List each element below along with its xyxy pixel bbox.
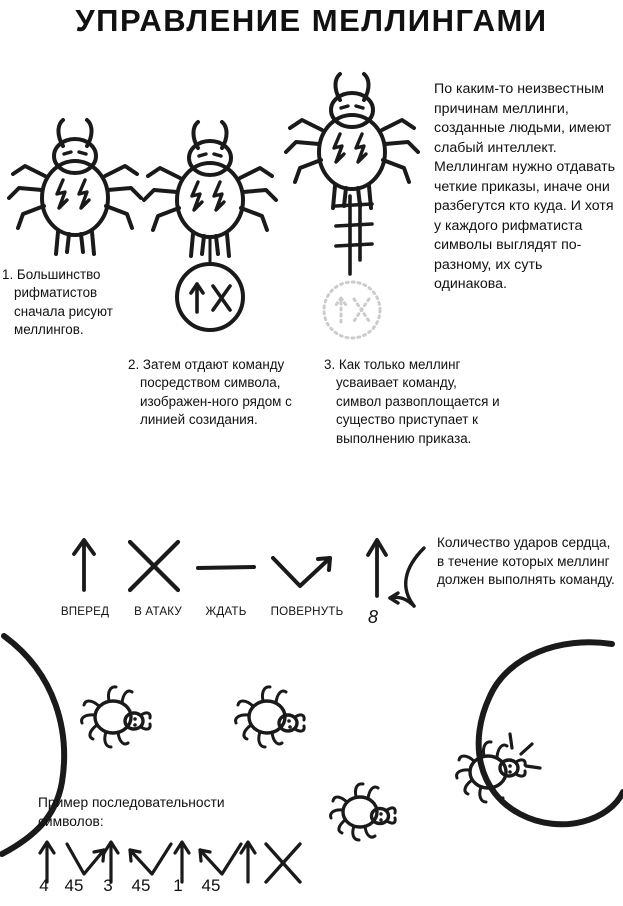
step-3-text: Как только меллинг усваивает команду, си… xyxy=(336,357,500,446)
intro-paragraph: По каким-то неизвестным причинам меллинг… xyxy=(434,81,616,292)
dissolving-command-circle xyxy=(322,280,382,340)
seq-arrow-up-icon-1 xyxy=(38,840,56,884)
callout-curve-arrow-icon xyxy=(388,546,426,608)
seq-value-5: 1 xyxy=(173,876,183,895)
seq-value-6: 45 xyxy=(201,876,221,895)
symbol-legend-icons xyxy=(72,538,426,608)
symbol-label-wait: ЖДАТЬ xyxy=(205,605,247,618)
step-1-text: Большинство рифматистов сначала рисуют м… xyxy=(14,267,113,338)
impact-spark-icon xyxy=(508,732,542,770)
seq-arrow-up-icon-4 xyxy=(239,840,257,884)
melling-small-3 xyxy=(329,782,397,842)
seq-value-1: 4 xyxy=(39,876,49,895)
symbol-label-forward: ВПЕРЕД xyxy=(60,605,110,618)
heartbeat-note: Количество ударов сердца, в течение кото… xyxy=(437,535,615,588)
step-2-text: Затем отдают команду посредством символа… xyxy=(140,357,292,428)
count-arrow-up-icon xyxy=(366,538,388,598)
seq-cross-x-icon xyxy=(264,842,302,884)
turn-right-icon xyxy=(271,556,332,588)
command-circle xyxy=(175,262,245,332)
melling-command-dissolving xyxy=(284,72,420,340)
seq-value-4: 45 xyxy=(131,876,151,895)
seq-arrow-up-icon-2 xyxy=(102,840,120,884)
cross-x-icon xyxy=(127,539,181,593)
step-3-caption: 3. Как только меллинг усваивает команду,… xyxy=(324,356,500,448)
symbol-label-attack: В АТАКУ xyxy=(134,605,182,618)
bottom-scene xyxy=(0,633,623,857)
seq-turn-left-icon-1 xyxy=(128,842,173,876)
creation-line-circle-right xyxy=(475,639,623,828)
sequence-heading: Пример последовательности символов: xyxy=(38,795,225,829)
arrow-up-icon xyxy=(72,538,96,592)
step-1-number: 1. xyxy=(2,267,14,282)
dash-icon xyxy=(196,565,256,570)
heartbeat-count-value: 8 xyxy=(368,607,379,627)
seq-turn-left-icon-2 xyxy=(198,842,243,876)
unraveled-symbol xyxy=(334,194,374,276)
seq-arrow-up-icon-3 xyxy=(173,840,191,884)
seq-value-2: 45 xyxy=(64,876,84,895)
step-2-caption: 2. Затем отдают команду посредством симв… xyxy=(128,356,296,430)
step-2-number: 2. xyxy=(128,357,140,372)
melling-attacking xyxy=(455,732,542,804)
seq-value-3: 3 xyxy=(103,876,113,895)
symbol-label-turn: ПОВЕРНУТЬ xyxy=(270,605,344,618)
melling-plain xyxy=(7,118,143,256)
melling-with-command-circle xyxy=(142,120,278,332)
page-title: УПРАВЛЕНИЕ МЕЛЛИНГАМИ xyxy=(75,3,548,38)
step-1-caption: 1. Большинство рифматистов сначала рисую… xyxy=(2,266,134,340)
melling-small-1 xyxy=(80,685,152,749)
top-illustrations xyxy=(7,72,420,340)
creation-line-arc-left xyxy=(0,633,68,857)
melling-small-2 xyxy=(234,685,306,749)
sequence-glyphs xyxy=(38,840,302,884)
step-3-number: 3. xyxy=(324,357,336,372)
seq-turn-right-icon-1 xyxy=(65,842,106,876)
